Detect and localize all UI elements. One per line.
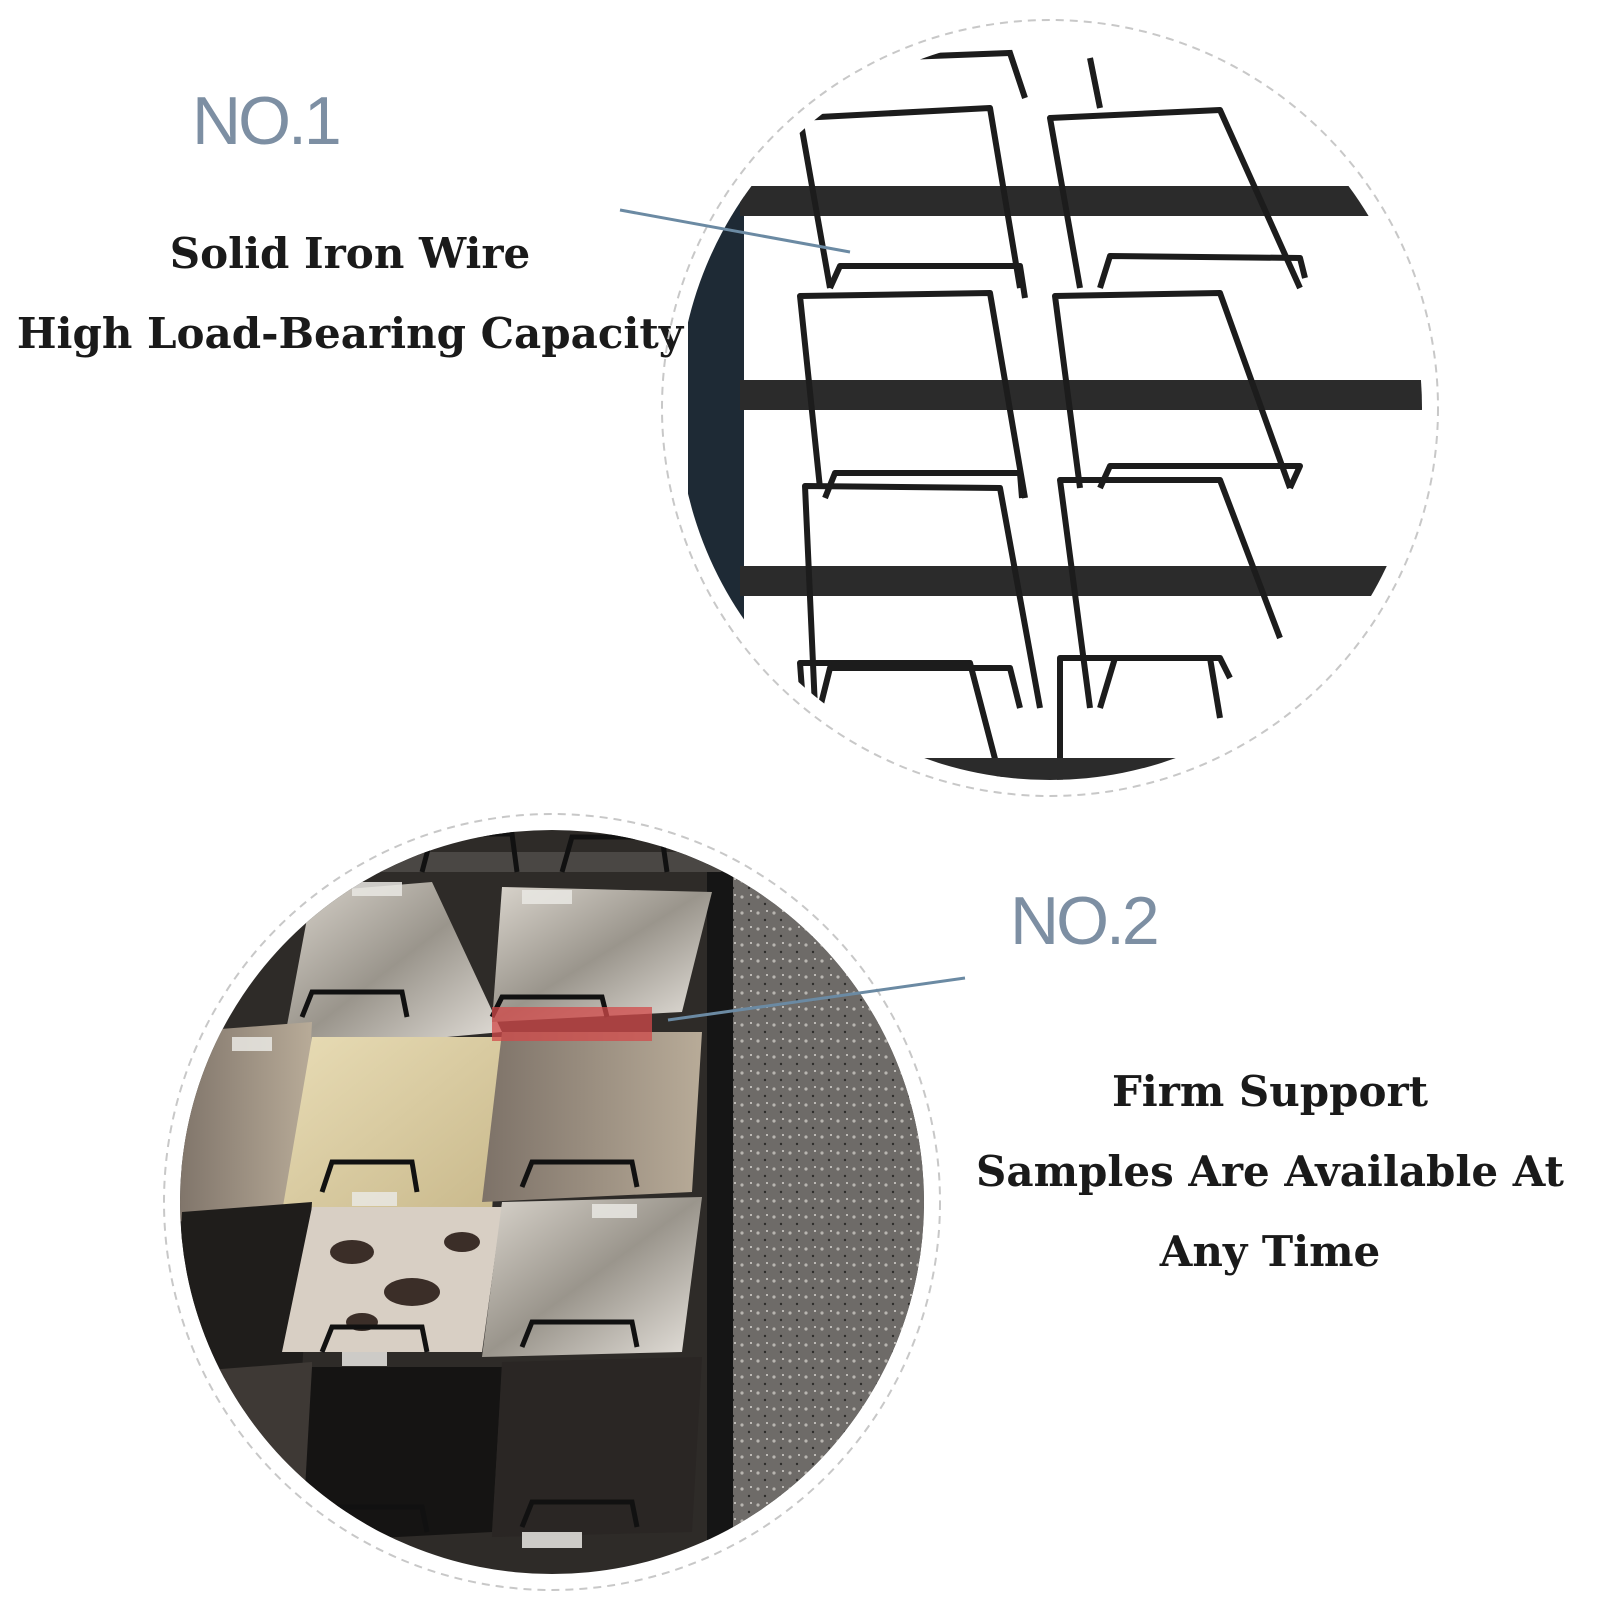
stone-sample-rack-image	[162, 812, 942, 1592]
wire-rack-closeup-image	[660, 18, 1440, 798]
feature-1-caption: Solid Iron Wire High Load-Bearing Capaci…	[10, 214, 690, 374]
feature-2-line-1: Firm Support	[1111, 1067, 1429, 1116]
feature-1-line-2: High Load-Bearing Capacity	[16, 309, 684, 358]
feature-1-line-1: Solid Iron Wire	[169, 229, 531, 278]
feature-2-number: NO.2	[1010, 883, 1160, 959]
feature-1-number: NO.1	[192, 83, 342, 159]
feature-2-line-2: Samples Are Available At	[976, 1147, 1564, 1196]
feature-2-line-3: Any Time	[1159, 1227, 1381, 1276]
feature-2-caption: Firm Support Samples Are Available At An…	[960, 1052, 1580, 1292]
